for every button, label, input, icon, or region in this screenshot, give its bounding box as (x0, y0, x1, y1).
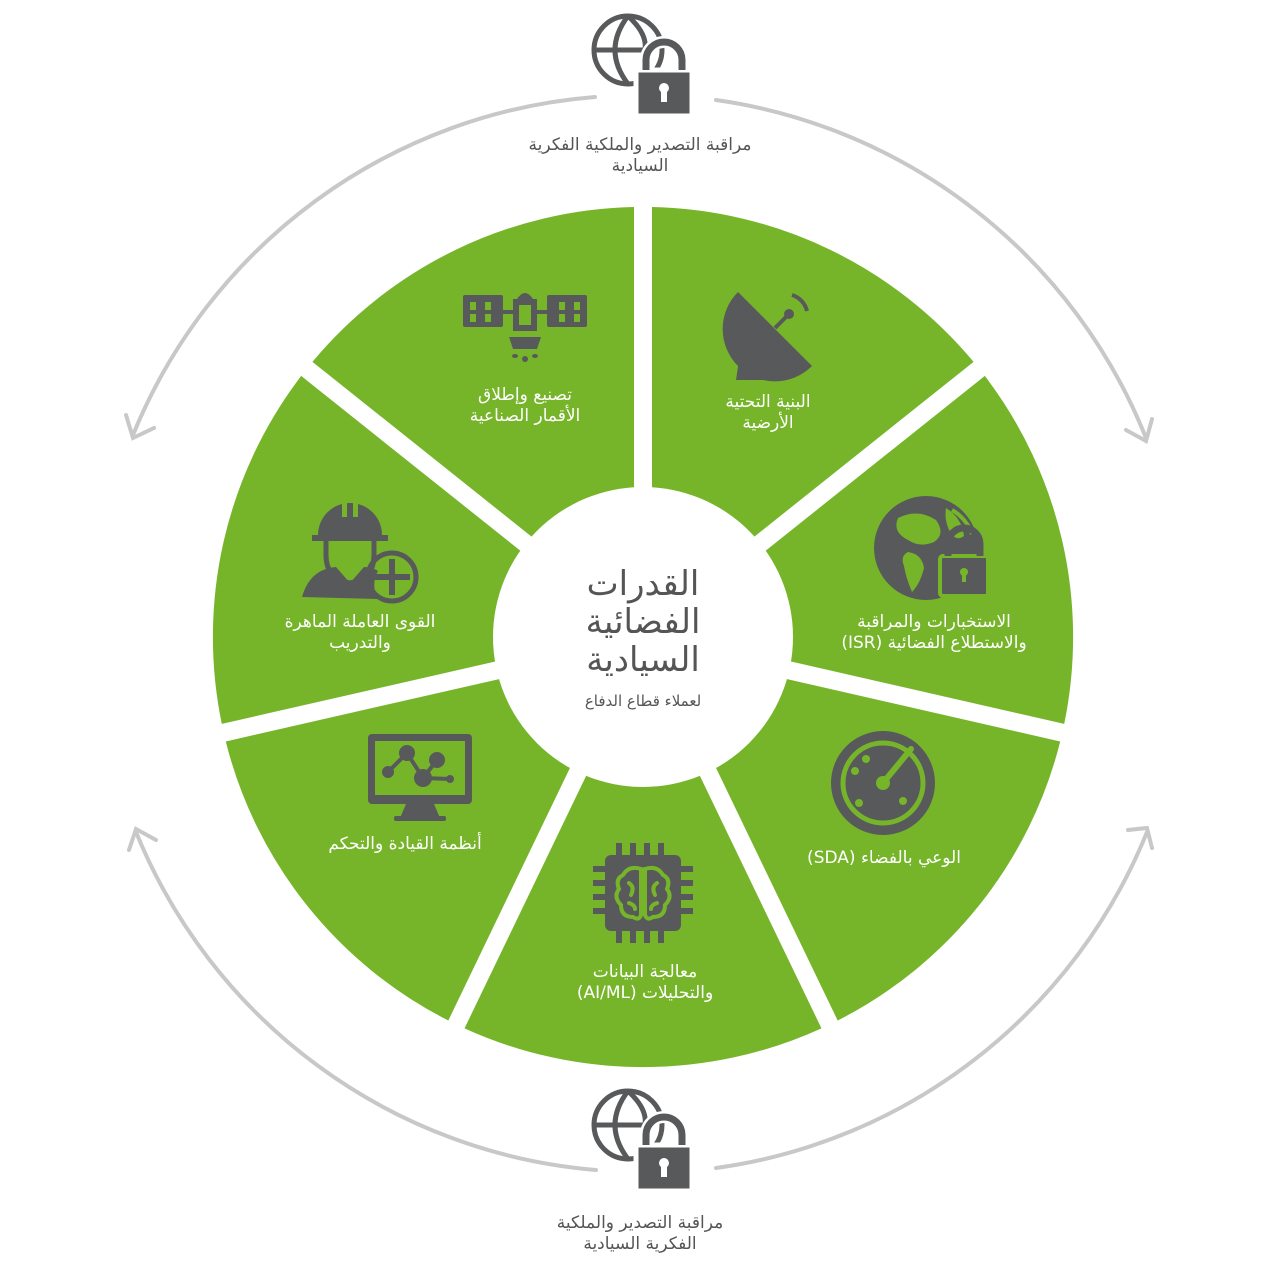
top-export-ip-label: مراقبة التصدير والملكية الفكرية السيادية (529, 135, 752, 177)
arrowhead-top-left-icon (124, 413, 156, 441)
segment-label-line: البنية التحتية (725, 392, 811, 412)
segment-label-line: الاستخبارات والمراقبة (857, 612, 1011, 632)
bottom-label-line-2: الفكرية السيادية (583, 1234, 697, 1254)
segment-label-line: والاستطلاع الفضائية (ISR) (841, 633, 1027, 653)
bottom-globe-lock-icon (591, 1088, 695, 1194)
segment-label-isr: الاستخبارات والمراقبة والاستطلاع الفضائي… (841, 612, 1026, 654)
center-circle (493, 487, 793, 787)
bottom-export-ip-label: مراقبة التصدير والملكية الفكرية السيادية (557, 1213, 723, 1255)
monitor-network-icon (368, 734, 472, 821)
bottom-label-line-1: مراقبة التصدير والملكية (556, 1213, 724, 1233)
segment-label-ground-infrastructure: البنية التحتية الأرضية (725, 392, 810, 434)
arc-top-right (714, 98, 1148, 440)
center-title-line-1: القدرات (586, 564, 700, 604)
segment-label-line: والتدريب (329, 633, 391, 653)
top-label-line-2: السيادية (611, 156, 669, 176)
arc-bottom-left (134, 830, 598, 1172)
ai-chip-brain-icon (593, 843, 693, 943)
radar-icon (831, 731, 935, 835)
center-title-line-2: الفضائية (585, 602, 701, 642)
arrowhead-bottom-left-icon (127, 826, 158, 852)
segment-label-line: معالجة البيانات (592, 962, 698, 982)
segment-label-sda: الوعي بالفضاء (SDA) (807, 848, 961, 869)
segment-label-line: تصنيع وإطلاق (478, 385, 572, 405)
arc-bottom-right (714, 830, 1149, 1170)
segment-label-line: الأقمار الصناعية (469, 406, 581, 426)
segment-data-processing (464, 640, 822, 1068)
center-title: القدرات الفضائية السيادية (586, 565, 701, 679)
cycle-arrows (124, 95, 1154, 1172)
segment-label-line: أنظمة القيادة والتحكم (328, 834, 482, 854)
segment-label-line: الأرضية (742, 413, 794, 433)
segment-label-workforce-training: القوى العاملة الماهرة والتدريب (285, 612, 436, 654)
arc-top-left (131, 95, 597, 437)
segment-label-satellite-manufacturing: تصنيع وإطلاق الأقمار الصناعية (470, 385, 581, 427)
center-title-line-3: السيادية (586, 640, 700, 680)
icons-layer (302, 13, 990, 1194)
top-globe-lock-icon (591, 13, 695, 119)
center-subtitle: لعملاء قطاع الدفاع (584, 692, 702, 710)
segment-label-line: القوى العاملة الماهرة (284, 612, 436, 632)
chip-pins (593, 843, 693, 943)
globe-lock-icon (874, 496, 990, 600)
top-label-line-1: مراقبة التصدير والملكية الفكرية (528, 135, 752, 155)
segment-label-command-control: أنظمة القيادة والتحكم (328, 834, 481, 855)
segment-label-line: والتحليلات (AI/ML) (576, 983, 714, 1003)
satellite-dish-icon (722, 292, 812, 382)
segment-label-data-processing: معالجة البيانات والتحليلات (AI/ML) (577, 962, 713, 1004)
arrowhead-top-right-icon (1124, 417, 1154, 444)
segment-label-line: الوعي بالفضاء (SDA) (807, 848, 961, 868)
arrowhead-bottom-right-icon (1126, 825, 1154, 850)
worker-helmet-plus-icon (302, 503, 419, 604)
satellite-icon (463, 293, 587, 362)
